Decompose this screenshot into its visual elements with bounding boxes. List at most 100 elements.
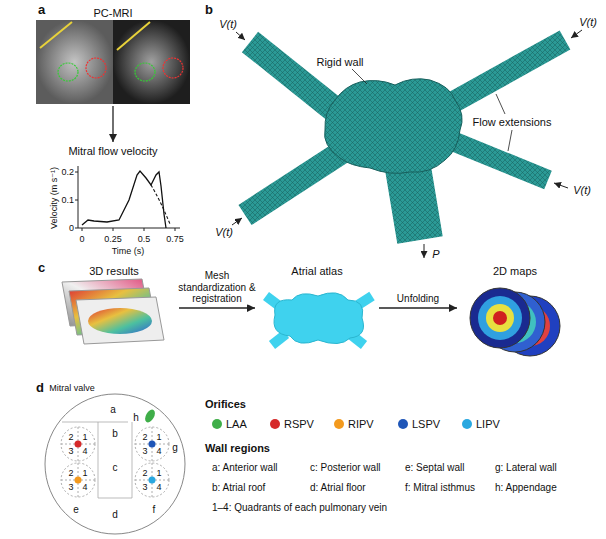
illustration-circle: [493, 311, 507, 325]
illustration-rect: [113, 20, 190, 104]
node-panel: 2D maps: [457, 262, 573, 354]
inflow-label: V(t): [573, 184, 591, 197]
illustration-path: [78, 166, 180, 228]
quadrant-number: 4: [156, 482, 161, 492]
illustration-line: [117, 22, 150, 50]
inflow-label: V(t): [219, 18, 237, 31]
quadrant-number: 4: [156, 446, 161, 456]
illustration-path: [75, 172, 175, 231]
panel-letter: b: [205, 3, 213, 18]
legend-text: b: Atrial roof: [212, 482, 265, 494]
illustration-line: [496, 94, 505, 114]
legend-text: LIPV: [476, 418, 500, 430]
legend-swatch: [212, 419, 222, 429]
quadrant-number: 1: [82, 432, 87, 442]
tick-label: 0.1: [61, 195, 74, 205]
illustration-path: [274, 293, 364, 344]
illustration-path: [61, 427, 169, 497]
node-panel: 3D results: [49, 262, 179, 354]
illustration-ellipse: [86, 58, 106, 78]
illustration-circle: [149, 441, 156, 448]
quadrant-number: 2: [68, 468, 73, 478]
legend-item: LAA: [212, 418, 247, 430]
legend-text: RSPV: [284, 418, 314, 430]
node-panel: PC-MRI: [33, 4, 193, 106]
legend-text: f: Mitral isthmus: [405, 482, 475, 494]
panel-heading: Atrial atlas: [255, 265, 379, 278]
inflow-label: V(t): [215, 226, 233, 239]
quadrant-number: 1: [82, 468, 87, 478]
process-arrow: [112, 106, 113, 142]
tick-label: 0.25: [104, 234, 122, 244]
legend-text: d: Atrial floor: [310, 482, 366, 494]
tick-label: 0.5: [138, 234, 151, 244]
legend-item: RIPV: [334, 418, 374, 430]
quadrant-number: 3: [68, 446, 73, 456]
panel-letter: a: [38, 3, 45, 18]
quadrant-number: 2: [68, 432, 73, 442]
panel-heading: PC-MRI: [33, 7, 193, 20]
results-stack: [62, 279, 164, 344]
region-letter: e: [73, 504, 79, 516]
illustration-path: [325, 79, 463, 174]
tick-label: 0.75: [166, 234, 184, 244]
mri-images: [36, 20, 190, 104]
arrow-label: Mesh standardization & registration: [177, 270, 257, 305]
flattened-maps: [470, 288, 560, 356]
callout-label: Rigid wall: [316, 56, 363, 69]
illustration-line: [554, 183, 568, 188]
illustration-line: [424, 244, 425, 258]
panel-letter: d: [36, 381, 44, 396]
illustration-line: [352, 69, 367, 84]
illustration-path: [62, 422, 132, 498]
region-letter: f: [153, 504, 156, 516]
illustration-polygon: [76, 297, 164, 344]
illustration-line: [232, 218, 242, 225]
arrow-label: Unfolding: [397, 293, 439, 305]
outflow-label: P: [432, 248, 439, 261]
legend-heading: Wall regions: [205, 442, 270, 455]
quadrant-number: 1: [156, 432, 161, 442]
illustration-line: [272, 334, 286, 345]
legend-swatch: [462, 419, 472, 429]
illustration-circle: [75, 477, 82, 484]
legend-text: LAA: [226, 418, 247, 430]
region-letter: b: [112, 428, 118, 440]
illustration-ellipse: [163, 58, 183, 78]
legend-item: RSPV: [270, 418, 314, 430]
legend-swatch: [398, 419, 408, 429]
quadrant-number: 1: [156, 468, 161, 478]
illustration-circle: [75, 441, 82, 448]
legend-text: h: Appendage: [495, 482, 557, 494]
illustration-ellipse: [143, 408, 157, 424]
illustration-ellipse: [135, 63, 155, 81]
quadrant-number: 3: [68, 482, 73, 492]
illustration-line: [450, 140, 548, 180]
panel-heading: 3D results: [49, 265, 179, 278]
panel-letter: c: [38, 261, 45, 276]
tick-label: 0.2: [61, 167, 74, 177]
legend-text: 1–4: Quadrants of each pulmonary vein: [212, 502, 387, 514]
illustration-ellipse: [58, 63, 78, 81]
illustration-path: [151, 185, 170, 224]
illustration-g: [61, 427, 169, 497]
quadrant-number: 3: [142, 446, 147, 456]
illustration-rect: [36, 20, 113, 104]
atrial-atlas: [266, 293, 372, 345]
panel-heading: 2D maps: [457, 265, 573, 278]
tick-label: 0: [79, 234, 84, 244]
illustration-circle: [149, 477, 156, 484]
legend-item: LSPV: [398, 418, 440, 430]
legend-text: a: Anterior wall: [212, 462, 278, 474]
callout-label: Flow extensions: [473, 116, 552, 129]
region-map: [45, 394, 185, 534]
illustration-polyline: [82, 171, 166, 228]
region-letter: a: [110, 404, 116, 416]
tick-label: 0: [69, 223, 74, 233]
node-panel: Atrial atlas: [255, 262, 379, 354]
quadrant-number: 4: [82, 446, 87, 456]
region-letter: h: [133, 412, 139, 424]
legend-text: c: Posterior wall: [310, 462, 381, 474]
region-letter: c: [113, 462, 118, 474]
